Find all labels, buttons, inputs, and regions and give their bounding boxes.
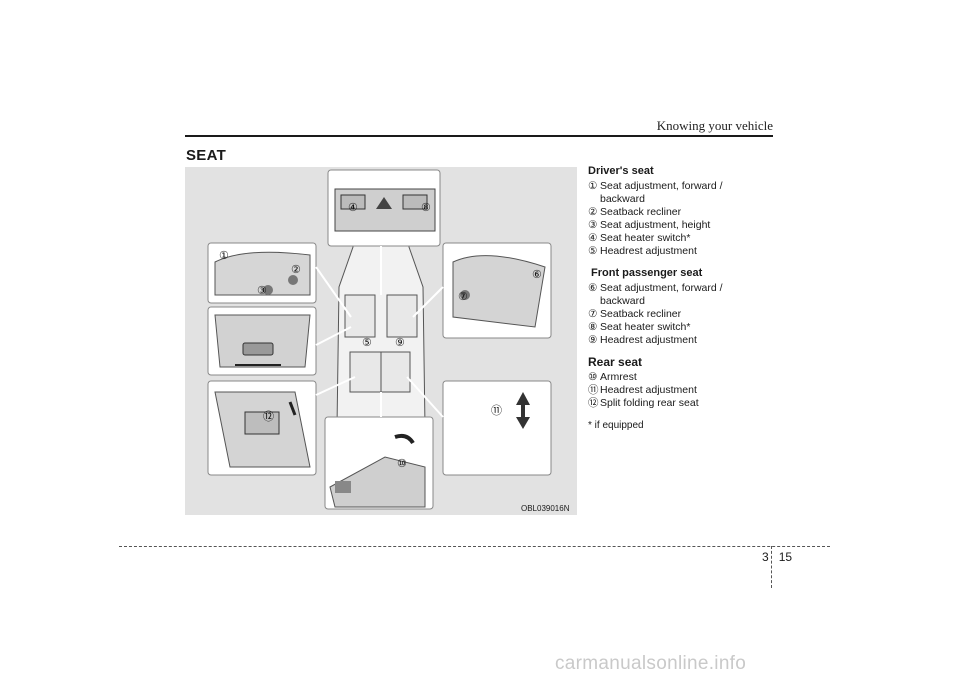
leader-lines [315, 246, 444, 418]
rear-seat-heading: Rear seat [588, 355, 643, 369]
running-header: Knowing your vehicle [656, 118, 773, 133]
callout-10: ⑩ [397, 458, 407, 470]
driver-seat-side-inset [207, 242, 317, 304]
footer-divider [771, 546, 772, 588]
seat-illustration: ① ② ③ ④ ⑤ ⑥ ⑦ ⑧ ⑨ ⑩ ⑪ ⑫ [185, 167, 577, 515]
footnote: * if equipped [588, 420, 644, 431]
driver-seat-heading: Driver's seat [588, 165, 654, 177]
header-rule [185, 135, 773, 137]
callout-11: ⑪ [491, 404, 502, 417]
callout-2: ② [291, 264, 301, 276]
passenger-seat-side-inset [442, 242, 552, 339]
callout-4: ④ [348, 202, 358, 214]
split-folding-inset [207, 380, 317, 476]
callout-5: ⑤ [362, 337, 372, 349]
callout-12: ⑫ [263, 410, 274, 423]
footer-rule [119, 546, 830, 547]
page-index: 15 [778, 550, 793, 564]
armrest-inset [324, 416, 434, 510]
section-title: SEAT [186, 147, 227, 164]
callout-6: ⑥ [532, 269, 542, 281]
chapter-number: 3 [762, 550, 769, 564]
figure-code: OBL039016N [521, 504, 570, 513]
page-number: 3 15 [762, 550, 792, 564]
passenger-seat-heading: Front passenger seat [591, 267, 703, 279]
heater-switch-inset [327, 169, 441, 247]
callout-9: ⑨ [395, 337, 405, 349]
callout-8: ⑧ [421, 202, 431, 214]
callout-1: ① [219, 250, 229, 262]
headrest-inset [442, 380, 552, 476]
watermark-text: carmanualsonline.info [555, 653, 747, 674]
seat-controls-inset [207, 306, 317, 376]
callout-7: ⑦ [458, 291, 468, 303]
seat-diagram: ① ② ③ ④ ⑤ ⑥ ⑦ ⑧ ⑨ ⑩ ⑪ ⑫ [207, 169, 552, 510]
callout-3: ③ [257, 285, 267, 297]
